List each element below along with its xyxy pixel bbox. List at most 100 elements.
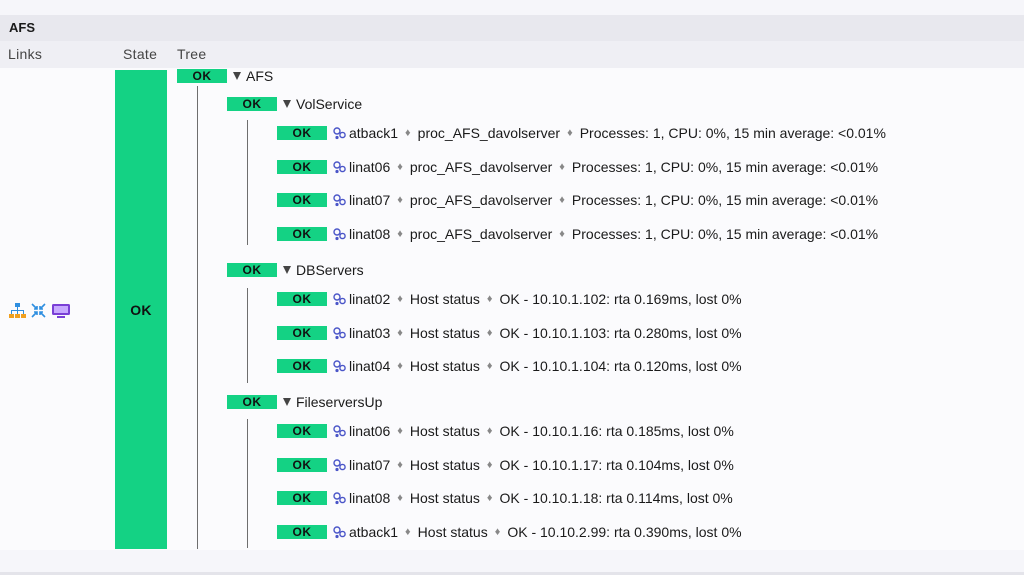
service-output: OK - 10.10.1.17: rta 0.104ms, lost 0% xyxy=(499,457,734,473)
service-output: Processes: 1, CPU: 0%, 15 min average: <… xyxy=(571,159,879,175)
host-link[interactable]: linat02 xyxy=(349,291,391,307)
status-badge[interactable]: OK xyxy=(277,424,327,438)
service-link[interactable]: Host status xyxy=(409,457,480,473)
service-link[interactable]: Host status xyxy=(409,358,480,374)
monitor-icon[interactable] xyxy=(51,302,70,319)
status-badge[interactable]: OK xyxy=(227,263,277,277)
status-badge[interactable]: OK xyxy=(277,525,327,539)
service-link[interactable]: proc_AFS_davolserver xyxy=(417,125,561,141)
collapse-icon[interactable] xyxy=(30,302,47,319)
host-link[interactable]: linat06 xyxy=(349,423,391,439)
tree-root-row: OK AFS xyxy=(177,67,273,85)
service-output: OK - 10.10.1.103: rta 0.280ms, lost 0% xyxy=(499,325,742,341)
service-link[interactable]: Host status xyxy=(409,325,480,341)
tree-root-label[interactable]: AFS xyxy=(246,68,274,84)
column-header-links[interactable]: Links xyxy=(8,46,43,62)
host-link[interactable]: linat08 xyxy=(349,226,391,242)
status-badge[interactable]: OK xyxy=(277,359,327,373)
service-link[interactable]: proc_AFS_davolserver xyxy=(409,192,553,208)
host-link[interactable]: linat06 xyxy=(349,159,391,175)
service-output: Processes: 1, CPU: 0%, 15 min average: <… xyxy=(571,192,879,208)
tree-group-label[interactable]: VolService xyxy=(296,96,363,112)
service-icon xyxy=(333,525,346,539)
separator-icon: ♦ xyxy=(567,127,573,139)
tree-group-connector xyxy=(247,419,248,548)
status-badge[interactable]: OK xyxy=(227,97,277,111)
separator-icon: ♦ xyxy=(397,161,403,173)
expand-toggle-icon[interactable] xyxy=(283,100,291,108)
status-badge[interactable]: OK xyxy=(177,69,227,83)
column-header-tree[interactable]: Tree xyxy=(177,46,207,62)
service-icon xyxy=(333,359,346,373)
separator-icon: ♦ xyxy=(486,293,493,305)
tree-group-row: OK DBServers xyxy=(227,261,364,279)
separator-icon: ♦ xyxy=(486,459,493,471)
separator-icon: ♦ xyxy=(494,526,501,538)
tree-leaf-row: OK atback1 ♦ Host status ♦ OK - 10.10.2.99: r… xyxy=(277,523,742,541)
host-link[interactable]: linat08 xyxy=(349,490,391,506)
service-output: Processes: 1, CPU: 0%, 15 min average: <… xyxy=(571,226,879,242)
host-link[interactable]: atback1 xyxy=(349,125,399,141)
service-icon xyxy=(333,424,346,438)
status-badge[interactable]: OK xyxy=(277,193,327,207)
separator-icon: ♦ xyxy=(486,425,493,437)
status-badge[interactable]: OK xyxy=(277,292,327,306)
service-link[interactable]: Host status xyxy=(417,524,488,540)
host-link[interactable]: linat07 xyxy=(349,192,391,208)
expand-toggle-icon[interactable] xyxy=(283,266,291,274)
service-icon xyxy=(333,292,346,306)
separator-icon: ♦ xyxy=(486,327,493,339)
tree-group-row: OK FileserversUp xyxy=(227,393,382,411)
service-icon xyxy=(333,193,346,207)
column-header-row: Links State Tree xyxy=(0,41,1024,68)
hierarchy-icon[interactable] xyxy=(9,302,26,319)
status-badge[interactable]: OK xyxy=(277,160,327,174)
tree-group-label[interactable]: FileserversUp xyxy=(296,394,383,410)
service-icon xyxy=(333,126,346,140)
service-output: OK - 10.10.2.99: rta 0.390ms, lost 0% xyxy=(507,524,742,540)
status-badge[interactable]: OK xyxy=(277,458,327,472)
status-badge[interactable]: OK xyxy=(227,395,277,409)
separator-icon: ♦ xyxy=(486,492,493,504)
aggregation-row xyxy=(0,68,1024,550)
service-link[interactable]: Host status xyxy=(409,291,480,307)
expand-toggle-icon[interactable] xyxy=(233,72,241,80)
service-icon xyxy=(333,458,346,472)
status-badge[interactable]: OK xyxy=(277,326,327,340)
host-link[interactable]: atback1 xyxy=(349,524,399,540)
status-badge[interactable]: OK xyxy=(277,227,327,241)
separator-icon: ♦ xyxy=(559,228,565,240)
tree-group-label[interactable]: DBServers xyxy=(296,262,364,278)
host-link[interactable]: linat03 xyxy=(349,325,391,341)
status-badge[interactable]: OK xyxy=(277,491,327,505)
separator-icon: ♦ xyxy=(397,360,403,372)
service-output: OK - 10.10.1.16: rta 0.185ms, lost 0% xyxy=(499,423,734,439)
tree-root-connector xyxy=(197,86,198,549)
service-link[interactable]: proc_AFS_davolserver xyxy=(409,159,553,175)
separator-icon: ♦ xyxy=(397,425,403,437)
separator-icon: ♦ xyxy=(397,293,403,305)
separator-icon: ♦ xyxy=(397,327,403,339)
service-output: OK - 10.10.1.104: rta 0.120ms, lost 0% xyxy=(499,358,742,374)
separator-icon: ♦ xyxy=(559,194,565,206)
column-header-state[interactable]: State xyxy=(123,46,158,62)
host-link[interactable]: linat04 xyxy=(349,358,391,374)
links-cell xyxy=(9,300,70,320)
host-link[interactable]: linat07 xyxy=(349,457,391,473)
state-badge: OK xyxy=(115,70,167,549)
separator-icon: ♦ xyxy=(405,526,411,538)
service-link[interactable]: proc_AFS_davolserver xyxy=(409,226,553,242)
expand-toggle-icon[interactable] xyxy=(283,398,291,406)
separator-icon: ♦ xyxy=(405,127,411,139)
service-output: OK - 10.10.1.18: rta 0.114ms, lost 0% xyxy=(499,490,733,506)
separator-icon: ♦ xyxy=(397,194,403,206)
service-link[interactable]: Host status xyxy=(409,490,480,506)
service-icon xyxy=(333,227,346,241)
service-icon xyxy=(333,491,346,505)
service-link[interactable]: Host status xyxy=(409,423,480,439)
status-badge[interactable]: OK xyxy=(277,126,327,140)
